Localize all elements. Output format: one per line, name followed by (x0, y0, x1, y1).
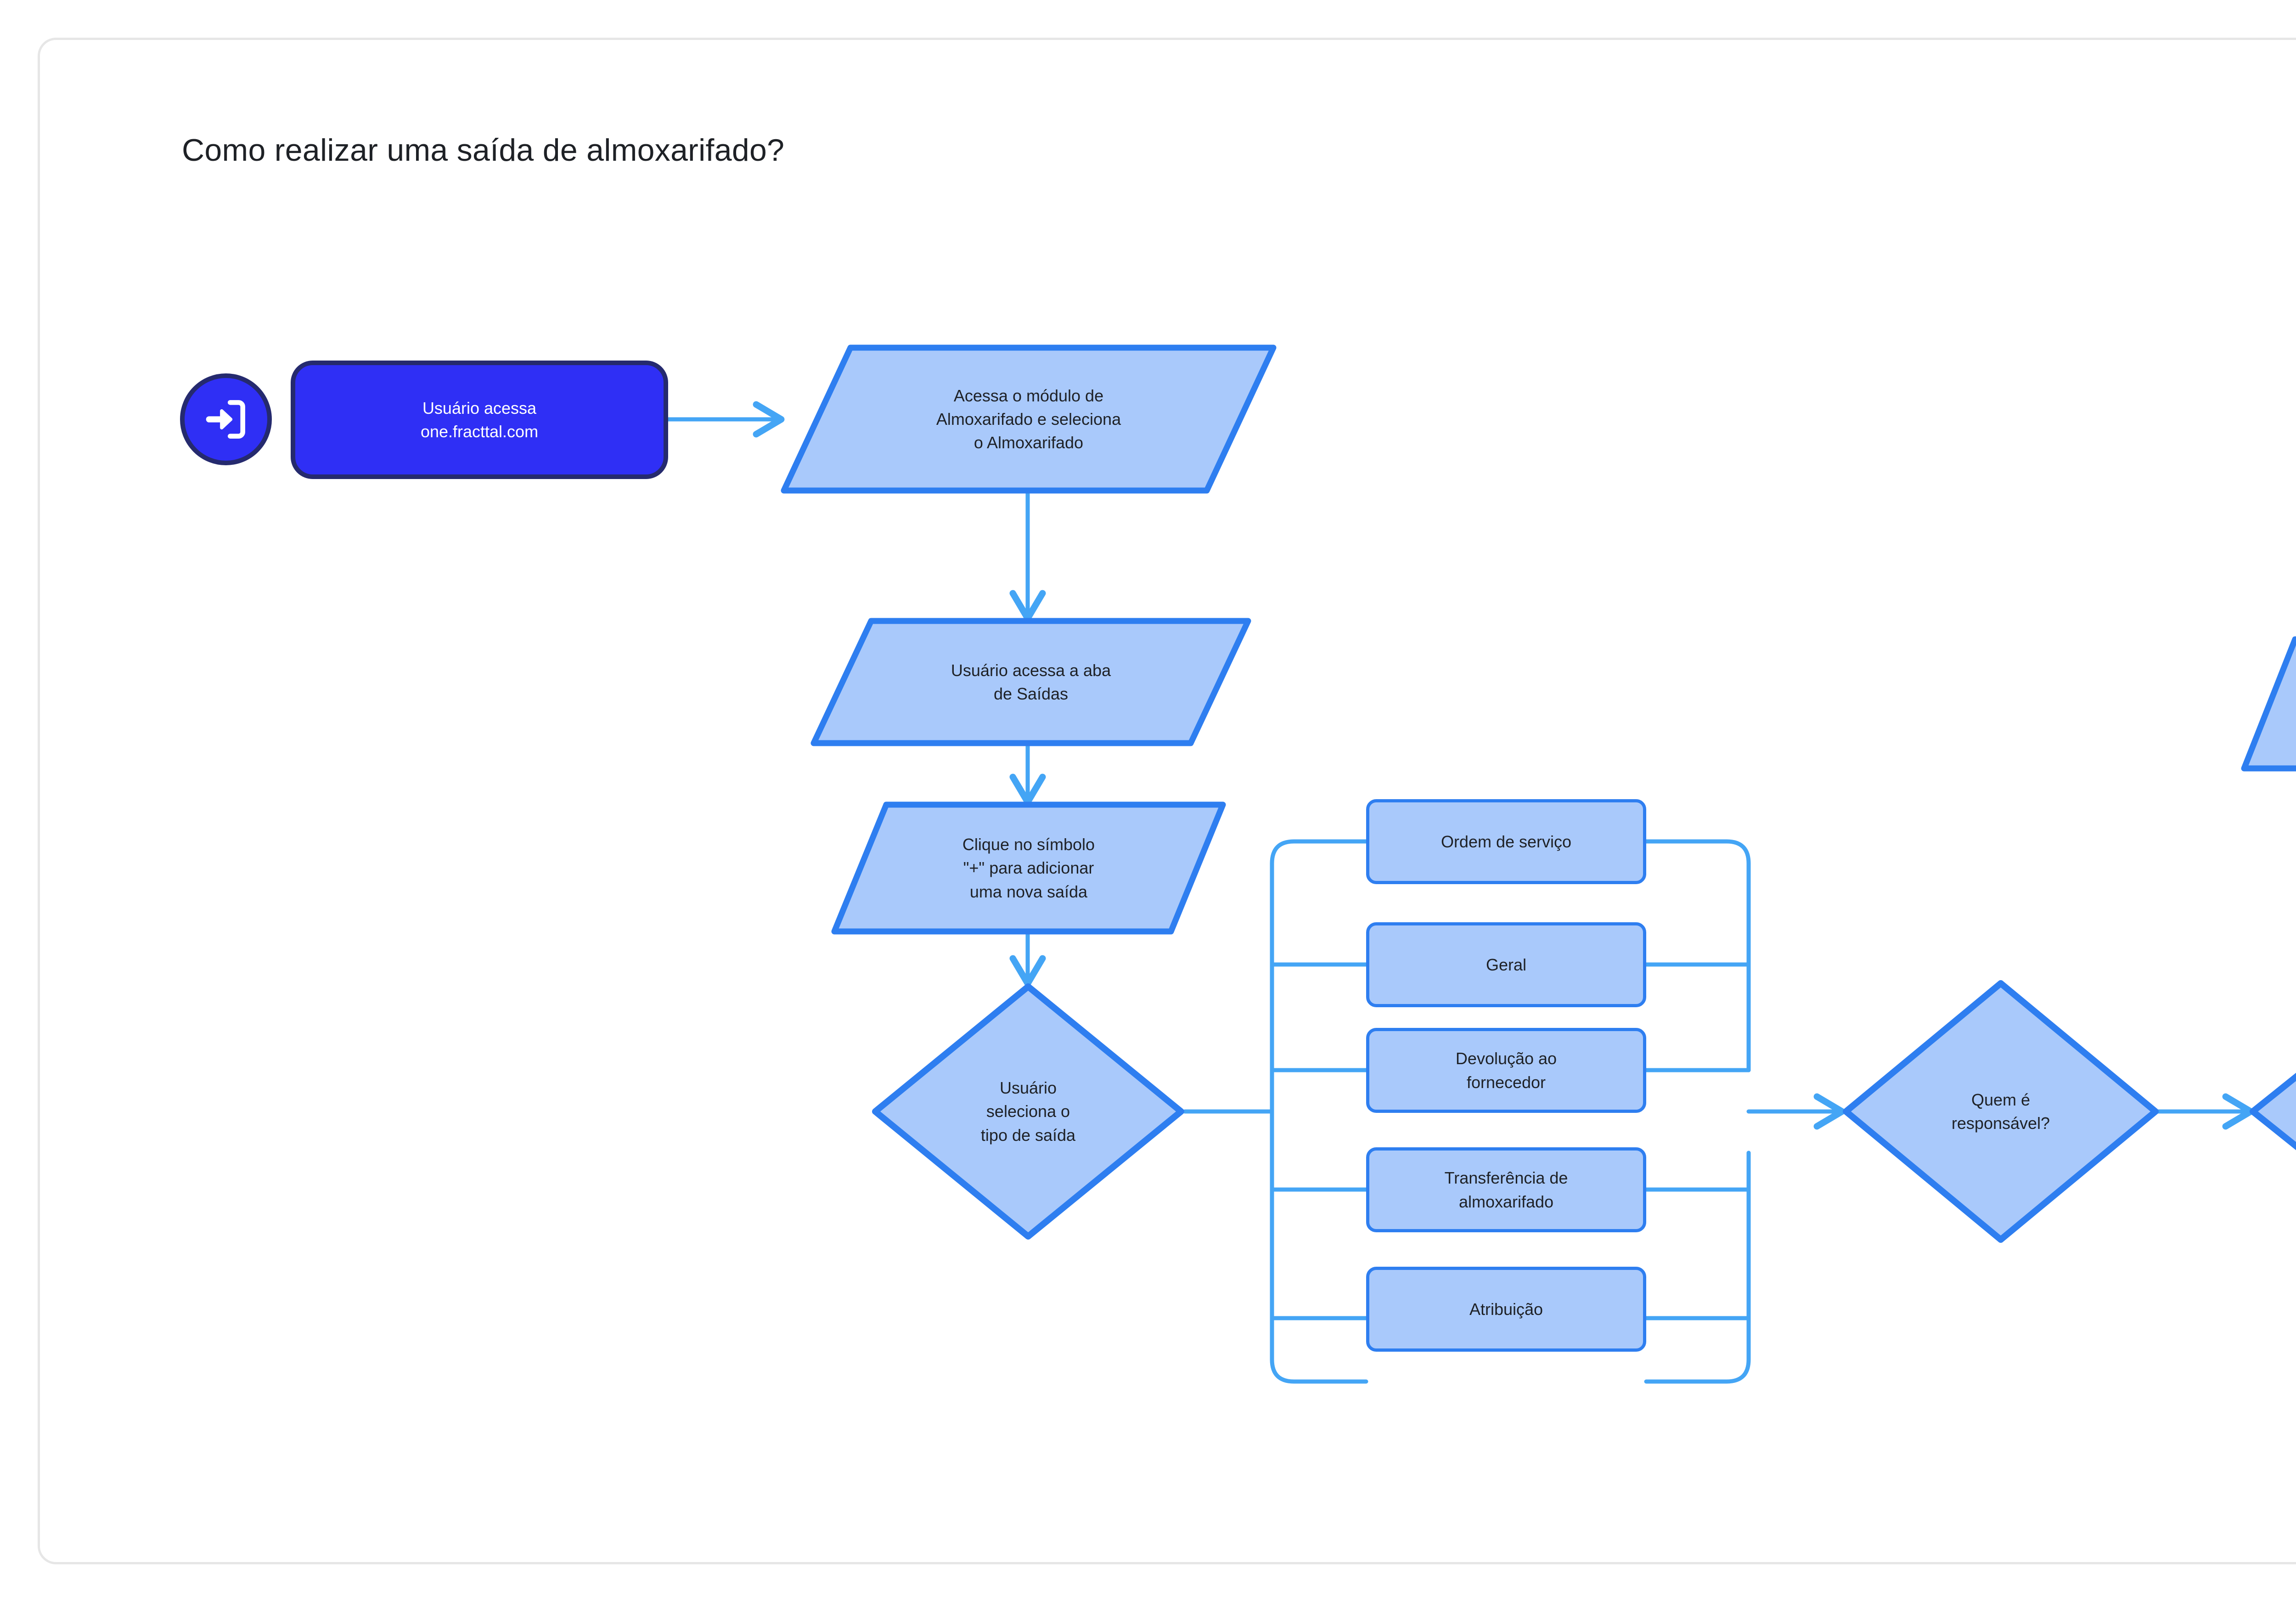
node-opt-geral-label: Geral (1486, 955, 1527, 974)
node-who-responsible[interactable]: Quem é responsável? (1842, 980, 2159, 1243)
node-access-tab-label: Usuário acessa a aba de Saídas (951, 660, 1111, 703)
node-select-type[interactable]: Usuário seleciona o tipo de saída (872, 983, 1185, 1240)
node-start-label: Usuário acessa one.fracttal.com (420, 398, 539, 441)
parallelogram-shape (781, 344, 1277, 494)
node-access-module-label: Acessa o módulo de Almoxarifado e seleci… (936, 386, 1121, 452)
node-opt-ordem-de-servico-label: Ordem de serviço (1441, 832, 1572, 851)
node-access-module[interactable]: Acessa o módulo de Almoxarifado e seleci… (781, 344, 1277, 494)
node-select-type-label: Usuário seleciona o tipo de saída (980, 1078, 1076, 1145)
node-click-plus[interactable]: Clique no símbolo "+" para adicionar uma… (831, 801, 1226, 935)
parallelogram-shape (810, 618, 1251, 746)
node-is-os-exit[interactable]: É uma saída por OS? (2249, 969, 2296, 1254)
diamond-shape (2250, 1072, 2296, 1151)
node-select-os-ref[interactable]: Seleciona a OS em referência (2241, 636, 2296, 772)
login-arrow-icon (206, 400, 245, 439)
node-opt-devolucao-ao-fornecedor[interactable]: Devolução ao fornecedor (1366, 1028, 1646, 1113)
node-opt-transferencia-de-almoxarifado[interactable]: Transferência de almoxarifado (1366, 1147, 1646, 1232)
parallelogram-shape (2241, 636, 2296, 772)
start-icon-badge (180, 373, 272, 465)
diamond-shape (1843, 980, 2159, 1243)
node-start[interactable]: Usuário acessa one.fracttal.com (291, 361, 668, 479)
node-opt-atribuicao[interactable]: Atribuição (1366, 1267, 1646, 1352)
node-who-responsible-label: Quem é responsável? (1951, 1090, 2050, 1133)
page-title: Como realizar uma saída de almoxarifado? (182, 133, 785, 168)
parallelogram-shape (831, 801, 1226, 935)
node-opt-atribuicao-label: Atribuição (1469, 1299, 1543, 1319)
node-opt-transferencia-de-almoxarifado-label: Transferência de almoxarifado (1444, 1168, 1568, 1211)
node-opt-ordem-de-servico[interactable]: Ordem de serviço (1366, 799, 1646, 884)
node-click-plus-label: Clique no símbolo "+" para adicionar uma… (962, 835, 1095, 901)
diamond-shape (872, 983, 1184, 1240)
node-access-tab[interactable]: Usuário acessa a aba de Saídas (810, 618, 1251, 746)
node-opt-geral[interactable]: Geral (1366, 922, 1646, 1007)
node-opt-devolucao-ao-fornecedor-label: Devolução ao fornecedor (1455, 1049, 1557, 1092)
diagram-card (38, 38, 2296, 1564)
